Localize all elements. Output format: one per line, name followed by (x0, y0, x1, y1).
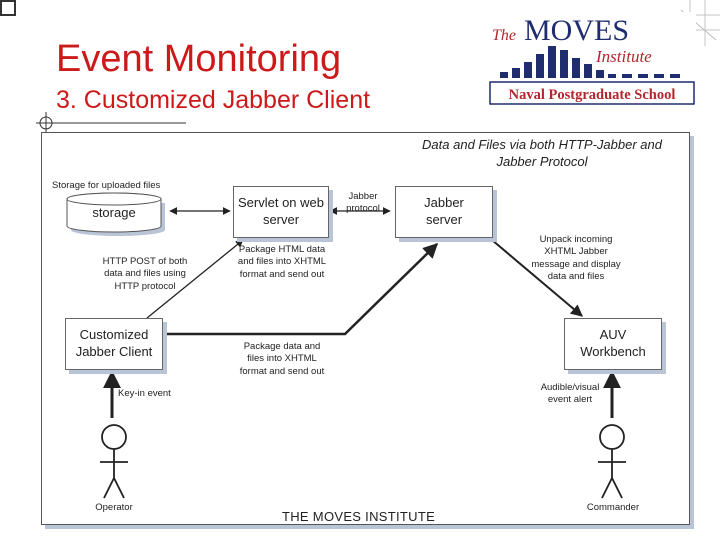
protocol-caption: Data and Files via both HTTP-Jabber and … (422, 137, 662, 169)
footer-text: THE MOVES INSTITUTE (282, 509, 436, 524)
logo-graphic: The MOVES Institute Naval Postgraduate S… (488, 12, 696, 108)
client-jabber-path (166, 242, 439, 336)
commander-label: Commander (586, 502, 640, 513)
client-servlet-arrow (146, 239, 244, 319)
jabber-server-box: Jabber server (395, 186, 493, 238)
slide-title: Event Monitoring (56, 38, 342, 80)
package-html-note: Package HTML data and files into XHTML f… (237, 244, 327, 280)
jabber-auv-arrow (491, 239, 583, 317)
jabber-protocol-label: Jabber protocol (346, 191, 380, 215)
keyin-note: Key-in event (118, 388, 171, 399)
servlet-label: Servlet on web server (238, 195, 324, 227)
operator-label: Operator (95, 502, 133, 513)
package-data-note: Package data and files into XHTML format… (239, 341, 325, 377)
heading-divider (36, 112, 186, 134)
client-label: Customized Jabber Client (75, 327, 153, 359)
servlet-box: Servlet on web server (233, 186, 329, 238)
slide-subtitle: 3. Customized Jabber Client (56, 86, 371, 114)
auv-box: AUV Workbench (564, 318, 662, 370)
storage-cylinder (66, 192, 165, 236)
unpack-note: Unpack incoming XHTML Jabber message and… (531, 234, 621, 283)
storage-label: storage (92, 205, 136, 220)
logo-the-text: The (492, 27, 516, 44)
commander-figure (598, 424, 626, 499)
corner-square-decoration (0, 0, 16, 16)
client-box: Customized Jabber Client (65, 318, 163, 370)
moves-institute-logo: The MOVES Institute Naval Postgraduate S… (486, 10, 698, 110)
storage-caption: Storage for uploaded files (52, 180, 161, 191)
jabber-server-label: Jabber server (424, 195, 464, 227)
auv-label: AUV Workbench (580, 327, 646, 359)
logo-school-text: Naval Postgraduate School (509, 87, 676, 103)
audible-note: Audible/visual event alert (540, 382, 600, 406)
logo-moves-text: MOVES (524, 14, 629, 47)
operator-figure (100, 424, 128, 499)
http-post-note: HTTP POST of both data and files using H… (102, 256, 188, 292)
logo-institute-text: Institute (595, 47, 652, 66)
